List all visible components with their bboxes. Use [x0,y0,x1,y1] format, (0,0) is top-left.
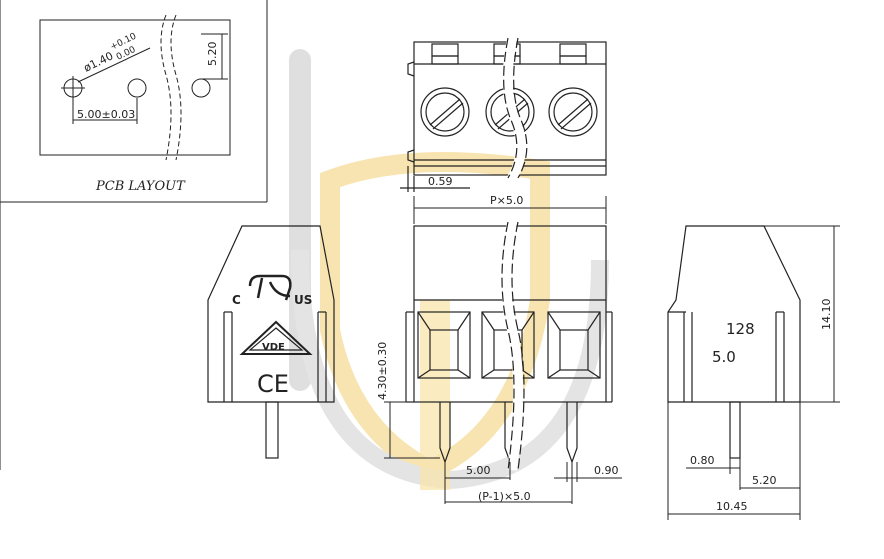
dim-pin-width: 0.90 [594,464,619,477]
dim-pin-thickness: 0.80 [690,454,715,467]
pcb-offset-label: 5.20 [206,42,219,67]
cert-c-mark: C [232,293,241,307]
pcb-layout-frame [39,19,231,156]
left-side-view [207,225,335,459]
pcb-hole-2 [127,78,147,98]
cert-ce-mark: CE [257,370,289,398]
wire-opening-1 [417,311,471,379]
right-side-view [667,225,801,459]
dim-total-height: 14.10 [820,299,833,331]
front-dim-lines [384,401,622,504]
right-view-pin [729,401,741,459]
cert-us-mark: US [294,293,312,307]
dim-pin-height: 4.30±0.30 [376,342,389,400]
pcb-pitch-label: 5.00±0.03 [77,108,135,121]
top-view [400,37,607,192]
dim-width-lines [413,196,607,224]
dim-pin-pitch: 5.00 [466,464,491,477]
dim-top-offset: 0.59 [428,175,453,188]
left-view-pin [265,401,279,459]
dim-width-total: P×5.0 [490,194,523,207]
dim-pin-offset: 5.20 [752,474,777,487]
cert-vde-mark: VDE [262,342,285,353]
pcb-hole-3 [191,78,211,98]
screw-1 [420,87,470,137]
watermark-logo [289,49,609,490]
dim-depth: 10.45 [716,500,748,513]
right-dim-lines [667,225,840,520]
pcb-hole-diameter-label: ø1.40 [82,49,116,74]
wire-opening-3 [547,311,601,379]
front-view [405,220,613,471]
side-label-line2: 5.0 [712,348,736,366]
dim-span: (P-1)×5.0 [478,490,531,503]
side-label-line1: 128 [726,320,755,338]
screw-3 [548,87,598,137]
pcb-layout-title: PCB LAYOUT [95,179,186,194]
pcb-layout-panel [0,0,268,470]
